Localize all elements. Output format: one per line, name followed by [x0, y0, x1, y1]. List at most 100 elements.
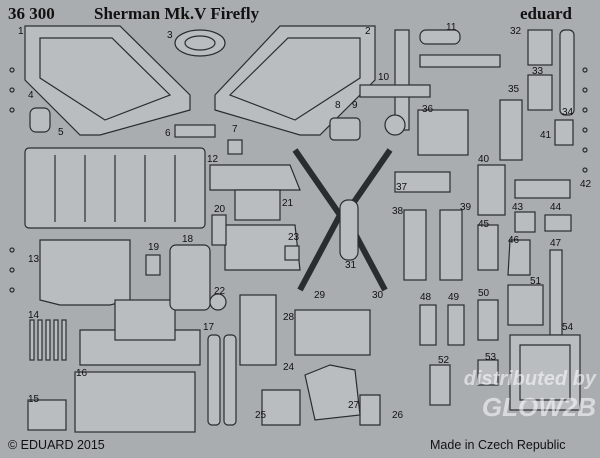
part-number-8: 8: [335, 100, 341, 111]
part-47: [549, 249, 563, 336]
part-number-22: 22: [214, 286, 226, 297]
part-38: [403, 209, 427, 281]
part-number-25: 25: [255, 410, 267, 421]
part-34: [559, 29, 575, 116]
part-3: [174, 29, 226, 57]
part-10b: [359, 84, 431, 98]
part-number-49: 49: [448, 292, 460, 303]
part-21-top: [209, 164, 301, 191]
brand-logo: eduard: [520, 4, 572, 23]
part-40: [477, 164, 506, 216]
part-number-18: 18: [182, 234, 194, 245]
part-14: [29, 319, 67, 361]
part-number-17: 17: [203, 322, 215, 333]
part-42: [514, 179, 571, 199]
part-7: [227, 139, 243, 155]
part-24: [239, 294, 277, 366]
part-number-51: 51: [530, 276, 542, 287]
part-number-24: 24: [283, 362, 295, 373]
part-43: [514, 211, 536, 233]
part-44: [544, 214, 572, 232]
part-1-inner: [39, 37, 172, 121]
part-number-34: 34: [562, 107, 574, 118]
part-number-36: 36: [422, 104, 434, 115]
part-number-13: 13: [28, 254, 40, 265]
part-13-box: [114, 299, 176, 341]
part-number-26: 26: [392, 410, 404, 421]
part-54: [509, 334, 581, 411]
part-16: [74, 371, 196, 433]
part-17a: [207, 334, 221, 426]
part-number-3: 3: [167, 30, 173, 41]
part-45: [477, 224, 499, 271]
part-15: [27, 399, 67, 431]
part-number-54: 54: [562, 322, 574, 333]
part-35: [499, 99, 523, 161]
part-22: [209, 293, 227, 311]
part-number-27: 27: [348, 400, 360, 411]
part-number-41: 41: [540, 130, 552, 141]
part-number-33: 33: [532, 66, 544, 77]
part-number-42: 42: [580, 179, 592, 190]
part-37: [394, 171, 451, 193]
part-number-2: 2: [365, 26, 371, 37]
part-number-10: 10: [378, 72, 390, 83]
part-number-38: 38: [392, 206, 404, 217]
part-number-35: 35: [508, 84, 520, 95]
part-39: [439, 209, 463, 281]
part-number-45: 45: [478, 219, 490, 230]
watermark-line-2: GLOW2B: [481, 392, 596, 422]
part-number-4: 4: [28, 90, 34, 101]
copyright-text: © EDUARD 2015: [8, 438, 105, 452]
part-number-14: 14: [28, 310, 40, 321]
part-number-44: 44: [550, 202, 562, 213]
part-number-39: 39: [460, 202, 472, 213]
origin-text: Made in Czech Republic: [430, 438, 566, 452]
part-53: [477, 359, 499, 386]
part-number-21: 21: [282, 198, 294, 209]
part-number-29: 29: [314, 290, 326, 301]
part-17b: [223, 334, 237, 426]
part-50: [477, 299, 499, 341]
part-49: [447, 304, 465, 346]
part-number-23: 23: [288, 232, 300, 243]
part-number-7: 7: [232, 124, 238, 135]
part-number-40: 40: [478, 154, 490, 165]
part-26: [359, 394, 381, 426]
part-48: [419, 304, 437, 346]
part-number-16: 16: [76, 368, 88, 379]
part-number-43: 43: [512, 202, 524, 213]
part-32: [527, 29, 553, 66]
part-18: [169, 244, 211, 311]
part-10c: [384, 114, 406, 136]
part-number-9: 9: [352, 100, 358, 111]
part-27: [304, 364, 361, 421]
part-51: [507, 284, 544, 326]
part-19: [145, 254, 161, 276]
part-20: [211, 214, 227, 246]
part-number-47: 47: [550, 238, 562, 249]
part-2: [214, 25, 376, 136]
part-number-28: 28: [283, 312, 295, 323]
part-21-lower: [224, 224, 301, 271]
part-46: [507, 239, 531, 276]
part-number-19: 19: [148, 242, 160, 253]
part-25: [261, 389, 301, 426]
part-number-20: 20: [214, 204, 226, 215]
part-52: [429, 364, 451, 406]
part-13-top: [39, 239, 131, 306]
part-number-46: 46: [508, 235, 520, 246]
part-number-37: 37: [396, 182, 408, 193]
part-number-52: 52: [438, 355, 450, 366]
part-number-53: 53: [485, 352, 497, 363]
part-33: [527, 74, 553, 111]
part-number-12: 12: [207, 154, 219, 165]
part-number-6: 6: [165, 128, 171, 139]
part-number-5: 5: [58, 127, 64, 138]
watermark-line-1: distributed by: [463, 368, 596, 390]
part-23: [284, 245, 300, 261]
part-8: [329, 117, 361, 141]
kit-code: 36 300: [8, 4, 55, 23]
part-28: [294, 309, 371, 356]
